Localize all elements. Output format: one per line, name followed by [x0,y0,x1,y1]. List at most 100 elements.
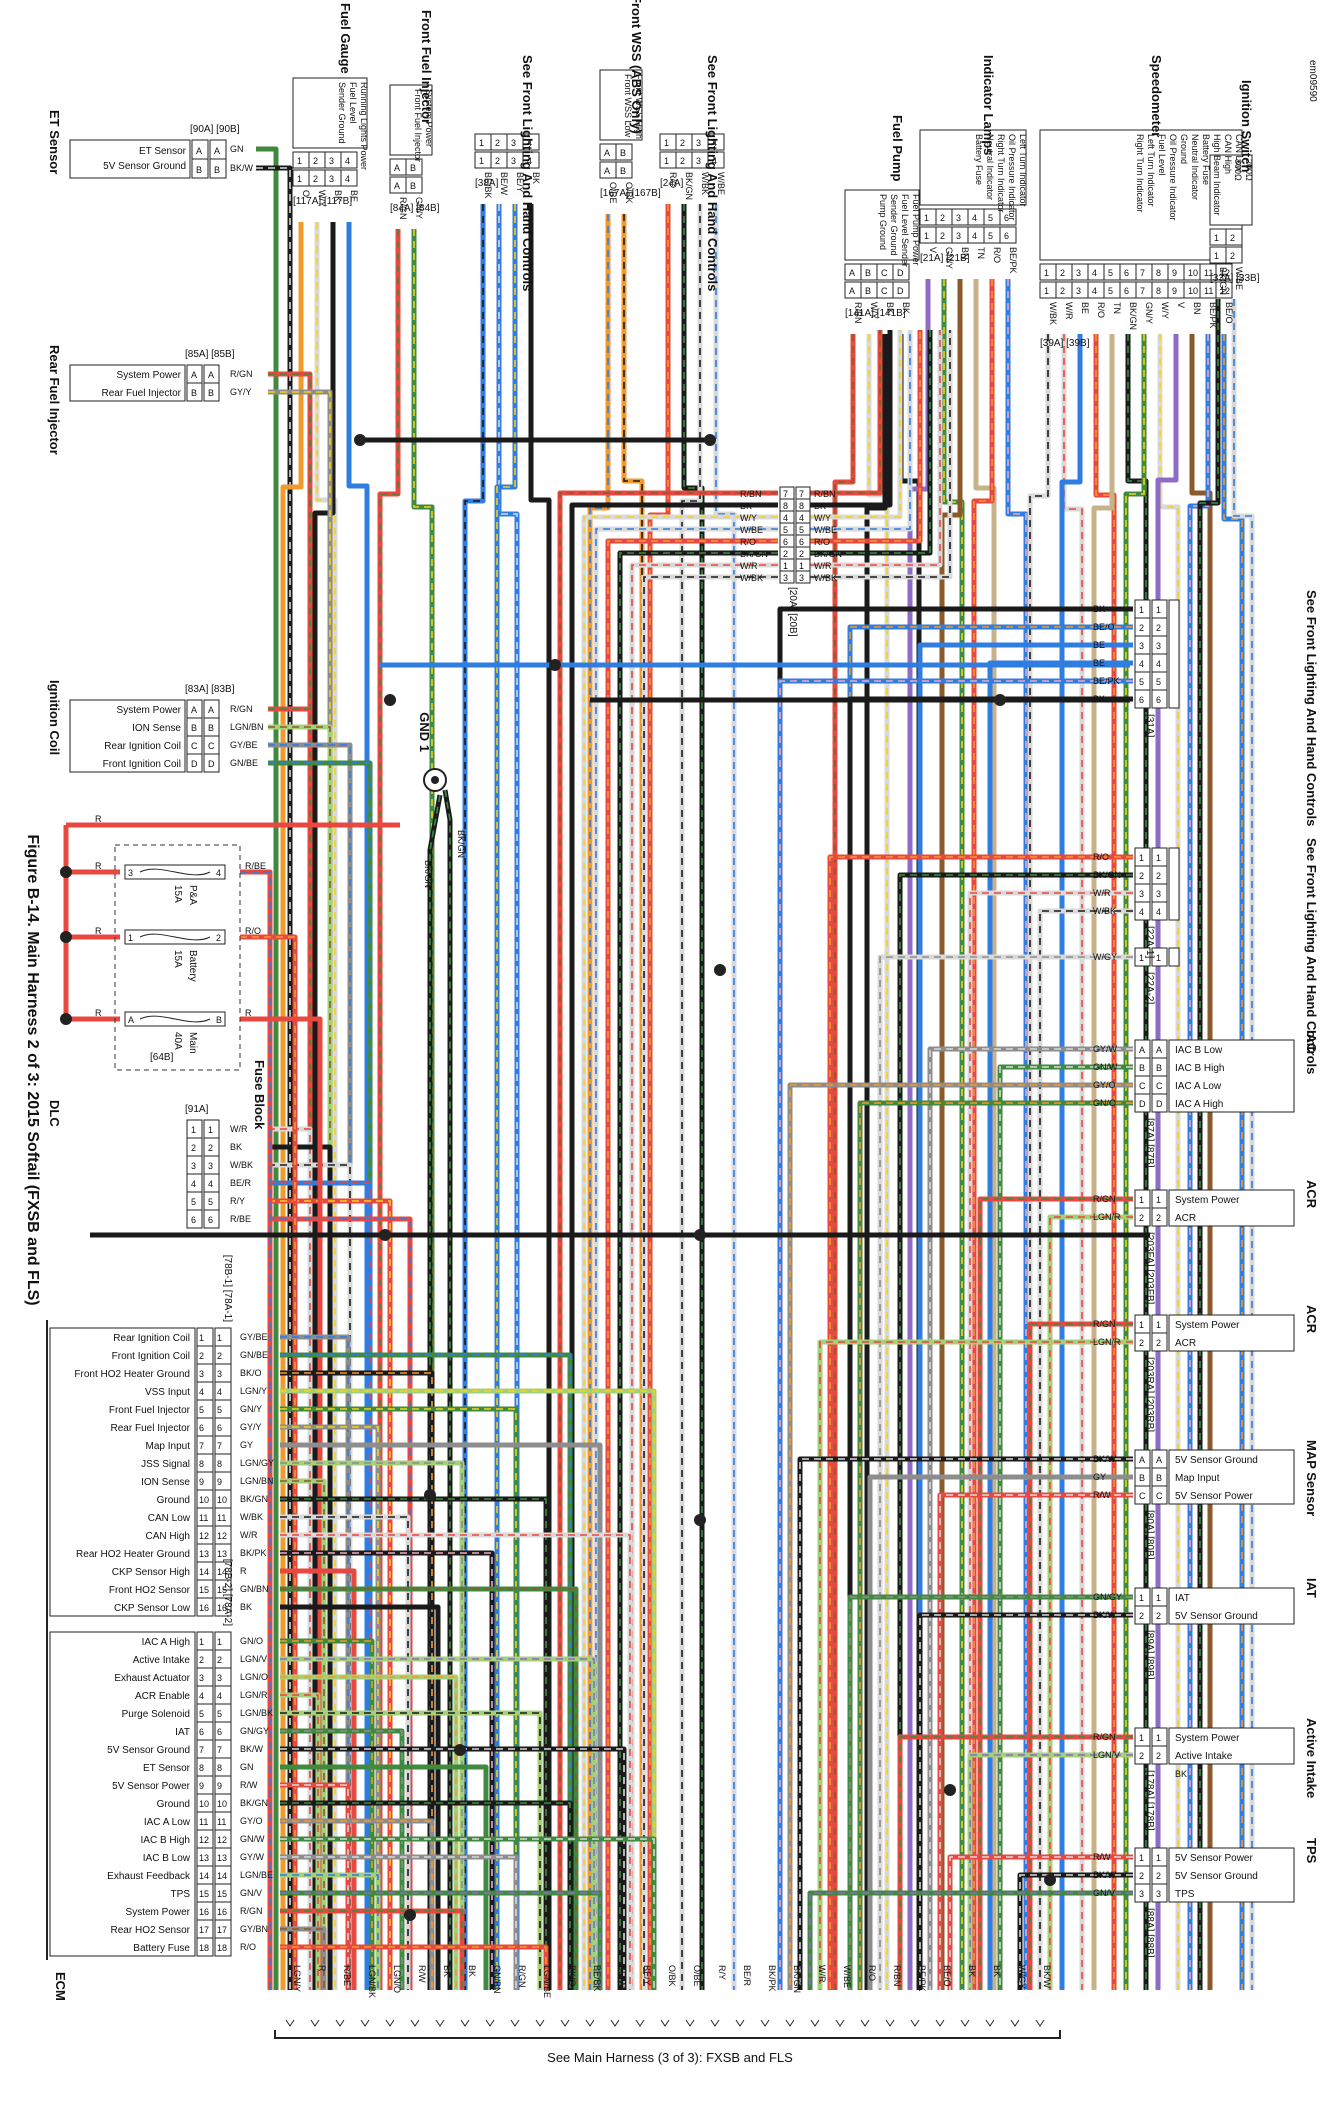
wire-code-group: BK/GN [684,172,694,200]
pin-box [1151,689,1168,709]
fuse-wire-R [240,1016,323,1990]
ecm-wire-stripe [280,1730,403,1990]
pin-box [795,570,811,584]
pin-label: 6 [783,537,788,547]
bottom-wire-label-group: BE/PK [917,1965,927,1992]
wire-code: BK/W [1093,1454,1117,1464]
sfl4-wire-stripe [899,874,1133,1990]
fp-row: Fuel Level Sender [900,194,910,267]
pin-label: 18 [217,1943,227,1953]
pin-label: 1 [1156,1593,1161,1603]
wire-code-group: W/BE [716,172,726,195]
pin-label: 1 [297,156,302,166]
pin-label: 3 [329,174,334,184]
fuse-block-tag: [64B] [150,1052,174,1063]
fg-row-group: Fuel Level [348,82,358,124]
ground-name: GND 1 [417,712,432,752]
ecm-row: Rear Ignition Coil [113,1333,190,1344]
fuse-name: Battery [187,950,198,982]
fuse-pin: B [216,1015,222,1025]
wire-code: W/R [740,561,758,571]
iac-label-box [1168,1039,1295,1113]
bottom-wire-label-group: BK [967,1965,977,1977]
pin-label: 4 [191,1179,196,1189]
sp-label-box [1039,129,1243,261]
bottom-wire-label-group: GN/BN [492,1965,502,1994]
wire-code: R/BN [853,302,863,324]
pin-label: B [208,388,214,398]
wire-arrow [585,2019,595,2027]
pin-label: 1 [297,174,302,184]
pin-label: B [1156,1063,1162,1073]
pin-label: 4 [1092,286,1097,296]
iat-row: IAT [1175,1593,1190,1604]
wire-code: R/GN [240,1906,263,1916]
wire-code: V [1176,302,1186,308]
ffi-row-group: System Power [424,89,434,147]
wire-arrow [335,2019,345,2027]
wire-code: W/BK [240,1512,263,1522]
pin-label: 2 [191,1143,196,1153]
rfi-name-group: Rear Fuel Injector [47,345,62,455]
wire-code: GN/O [1093,1098,1116,1108]
fuse-name-group: Battery [187,950,198,982]
sfl2-wire-stripe [715,204,735,1990]
pin-label: 1 [479,156,484,166]
splice-node [379,1229,391,1241]
sfl1-wire-BK [528,204,552,1990]
wire-code: W/R [240,1530,258,1540]
ecm-row: Rear Fuel Injector [111,1423,191,1434]
pin-label: 4 [1139,907,1144,917]
ecm-row: CAN Low [148,1513,191,1524]
wire-code-group: BE/W [499,172,509,196]
gnd-wire-stripe [444,789,451,1990]
pin-label: 4 [783,513,788,523]
ffi-label-box [389,84,433,156]
connector-tag: [178A] [178B] [1144,1770,1155,1831]
fp-wire-BK [864,334,888,1990]
pin-box [1215,281,1233,299]
pin-label: B [196,165,202,175]
pin-label: 1 [1156,1320,1161,1330]
ecm-row: Rear HO2 Sensor [111,1925,191,1936]
wire-code: TN [976,247,986,259]
fg-wire-stripe [316,222,336,1990]
wire-code: BK/W [1093,1610,1117,1620]
pin-label: 3 [956,231,961,241]
il-wire-stripe [943,279,963,1990]
pin-label: 4 [1156,907,1161,917]
connector-tag: [21A] [21B] [920,253,970,264]
splice-node [60,931,72,943]
figure-title: Figure B-14. Main Harness 2 of 3: 2015 S… [24,834,41,1305]
wire-code-group: BE/PK [1208,302,1218,329]
wire-code: R/W [1093,1852,1111,1862]
ic-row: System Power [117,705,182,716]
pin-label: 3 [329,156,334,166]
wire-arrow [485,2019,495,2027]
pin-label: A [604,148,610,158]
ai-wire-stripe [899,1736,1133,1990]
pin-label: 9 [199,1781,204,1791]
ecm-wire-stripe [280,1390,655,1990]
wire-code-group: R/GN [398,197,408,220]
wire-arrow [285,2019,295,2027]
il-wire-stripe [1007,279,1027,1990]
mid-left-stripe [583,516,778,1990]
wire-code: GY [1093,1472,1106,1482]
wire-code: BK/GN [1128,302,1138,330]
wire-code: BK/GN [456,830,466,858]
iat-wire-stripe [919,1614,1133,1990]
wire-code: R/W [240,1780,258,1790]
pin-label: 5 [988,231,993,241]
splice-node [1044,1874,1056,1886]
iac-row: IAC B Low [1175,1045,1223,1056]
fp-label-box [844,189,920,261]
bottom-wire-label: BK [467,1965,477,1977]
pin-box [1151,1745,1168,1765]
wire-code: R/W [1093,1490,1111,1500]
sp-row: Neutral Indicator [1190,134,1200,200]
wire-code: GN/GY [240,1726,269,1736]
pin-label: 2 [217,1351,222,1361]
tps-wire-stripe [949,1856,1133,1990]
